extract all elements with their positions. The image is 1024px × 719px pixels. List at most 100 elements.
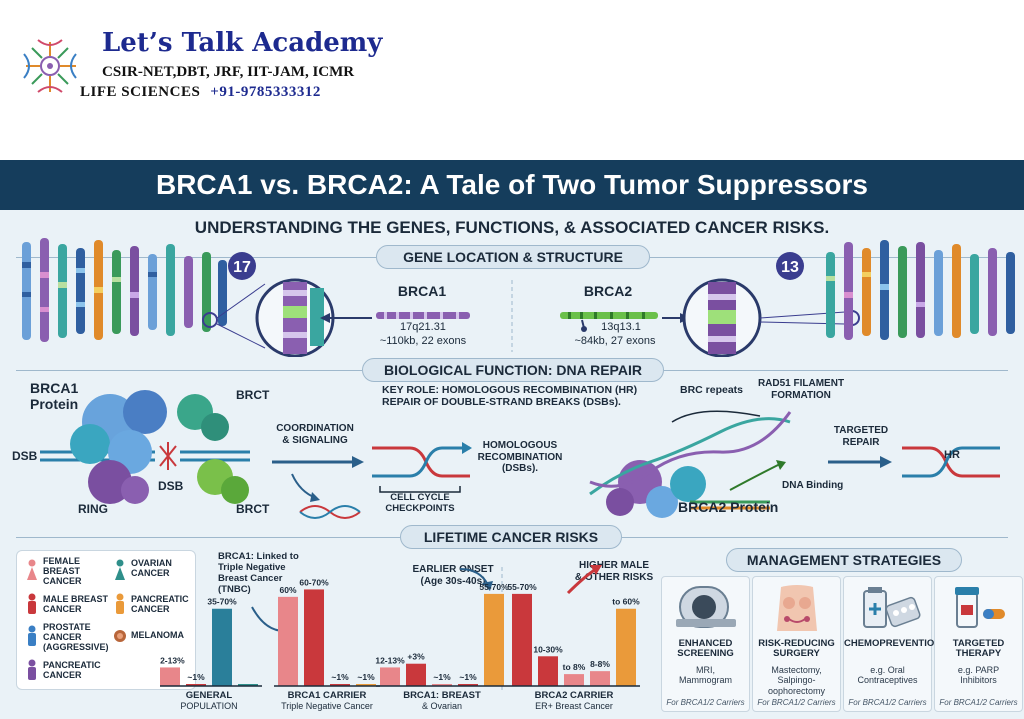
divider <box>16 537 400 538</box>
card-risk-reducing-surgery: RISK-REDUCING SURGERY Mastectomy, Salpin… <box>752 576 841 712</box>
divider <box>16 257 376 258</box>
risk-bar-label: 10-30% <box>533 644 563 654</box>
infographic-title: BRCA1 vs. BRCA2: A Tale of Two Tumor Sup… <box>0 160 1024 210</box>
section-gene-location: GENE LOCATION & STRUCTURE <box>376 245 650 269</box>
risk-bar <box>616 608 636 686</box>
risk-bar-label: ~1% <box>331 672 349 682</box>
infographic: BRCA1 vs. BRCA2: A Tale of Two Tumor Sup… <box>0 160 1024 719</box>
group-label: Triple Negative Cancer <box>281 701 373 711</box>
risk-bar-label: ~1% <box>357 672 375 682</box>
pancreatic-figure-icon <box>116 593 124 614</box>
risk-bar-label: ~1% <box>187 672 205 682</box>
dsb-break-icon <box>159 442 177 470</box>
card-targeted-therapy: TARGETED THERAPY e.g. PARP Inhibitors Fo… <box>934 576 1023 712</box>
card-name: ENHANCED SCREENING <box>677 638 734 660</box>
group-label: BRCA2 CARRIER <box>535 690 614 701</box>
card-footnote: For BRCA1/2 Carriers <box>757 698 836 707</box>
dsb-mid-label: DSB <box>158 479 184 493</box>
group-label: POPULATION <box>180 701 237 711</box>
legend-prostate: PROSTATE CANCER (AGGRESSIVE) <box>43 622 109 652</box>
group-label: BRCA1 CARRIER <box>288 690 367 701</box>
risk-bar <box>406 663 426 686</box>
risk-bar-label: 35-70% <box>207 597 237 607</box>
brca2-size: ~84kb, 27 exons <box>574 335 656 347</box>
cancer-type-legend: FEMALE BREAST CANCER OVARIAN CANCER MALE… <box>16 550 196 690</box>
risk-bar <box>380 667 400 686</box>
risk-bar-label: 8-8% <box>590 659 610 669</box>
melanoma-icon <box>114 630 126 642</box>
card-name: RISK-REDUCING SURGERY <box>758 638 835 660</box>
academy-name: Let’s Talk Academy <box>102 28 383 58</box>
card-footnote: For BRCA1/2 Carriers <box>666 698 745 707</box>
card-name: CHEMOPREVENTION <box>844 638 942 649</box>
risk-bar <box>484 593 504 686</box>
legend-ovarian: OVARIAN CANCER <box>131 558 172 578</box>
group-label: ER+ Breast Cancer <box>535 701 613 711</box>
divider <box>664 370 1008 371</box>
risk-bar-label: ~1% <box>433 672 451 682</box>
tnbc-note: BRCA1: Linked to Triple Negative Breast … <box>218 551 299 595</box>
brc-repeats-label: BRC repeats <box>680 384 744 396</box>
dna-repair-panel <box>40 390 1000 519</box>
mri-scanner-icon <box>676 586 736 628</box>
subject-line: LIFE SCIENCES+91-9785333312 <box>80 84 321 101</box>
dsb-left-label: DSB <box>12 449 38 463</box>
risk-bar-label: ~1% <box>459 672 477 682</box>
risk-bar <box>212 608 232 686</box>
dna-flower-logo-icon <box>23 39 77 93</box>
ovarian-figure-icon <box>115 559 125 580</box>
legend-melanoma: MELANOMA <box>131 630 184 640</box>
brca2-gene-name: BRCA2 <box>583 283 633 299</box>
risk-bar-label: 55-70% <box>479 582 509 592</box>
card-desc: e.g. Oral Contraceptives <box>857 665 918 686</box>
exam-list: CSIR-NET,DBT, JRF, IIT-JAM, ICMR <box>102 64 355 80</box>
risk-bar <box>330 684 350 686</box>
legend-male-breast: MALE BREAST CANCER <box>43 594 108 614</box>
legend-pancreatic-1: PANCREATIC CANCER <box>131 594 189 614</box>
divider <box>622 537 1008 538</box>
risk-bar <box>186 684 206 686</box>
card-chemoprevention: CHEMOPREVENTION e.g. Oral Contraceptives… <box>843 576 942 712</box>
card-footnote: For BRCA1/2 Carriers <box>848 698 927 707</box>
risk-bar <box>512 593 532 686</box>
lifetime-risk-bar-chart: 12-13%~1%35-70%GENERALPOPULATION60%60-70… <box>160 565 640 711</box>
risk-bar-label: 12-13% <box>160 655 185 665</box>
female-figure-icon <box>27 559 37 580</box>
hr-label: HOMOLOGOUS RECOMBINATION (DSBs). <box>477 440 563 474</box>
cell-cycle-checkpoints-label: CELL CYCLE CHECKPOINTS <box>385 492 455 514</box>
risk-bar-label: 55-70% <box>507 582 537 592</box>
brca1-protein-structure <box>70 390 249 504</box>
group-label: GENERAL <box>186 690 233 701</box>
coordination-label: COORDINATION & SIGNALING <box>276 423 354 446</box>
brca1-protein-label: BRCA1 Protein <box>30 380 79 413</box>
early-onset-note: EARLIER ONSET (Age 30s-40s) <box>412 564 494 587</box>
chr13-number: 13 <box>781 259 799 276</box>
brca2-protein-label: BRCA2 Protein <box>678 499 779 515</box>
drug-bottle-icon <box>955 587 1005 628</box>
rad51-label: RAD51 FILAMENT FORMATION <box>757 378 845 401</box>
risk-bar <box>304 589 324 686</box>
chromosome-13-badge <box>776 252 804 280</box>
academy-logo: Let’s Talk Academy CSIR-NET,DBT, JRF, II… <box>18 28 382 108</box>
key-role-text: KEY ROLE: HOMOLOGOUS RECOMBINATION (HR) … <box>382 384 638 409</box>
phone-number[interactable]: +91-9785333312 <box>210 84 321 100</box>
brca2-locus: 13q13.1 <box>601 321 641 333</box>
card-desc: Mastectomy, Salpingo- oophorectomy <box>767 665 826 696</box>
risk-bar <box>458 684 478 686</box>
brca1-gene-name: BRCA1 <box>397 283 447 299</box>
risk-bar-label: 60% <box>279 585 296 595</box>
risk-bar <box>590 671 610 686</box>
section-management-strategies: MANAGEMENT STRATEGIES <box>726 548 962 572</box>
torso-surgery-icon <box>777 585 817 631</box>
risk-bar-label: +3% <box>407 652 425 662</box>
risk-bar <box>432 684 452 686</box>
risk-bar <box>564 674 584 686</box>
risk-bar <box>356 684 376 686</box>
divider <box>16 370 362 371</box>
card-footnote: For BRCA1/2 Carriers <box>939 698 1018 707</box>
dna-binding-label: DNA Binding <box>782 480 844 491</box>
risk-bar-label: to 60% <box>612 597 640 607</box>
targeted-repair-label: TARGETED REPAIR <box>833 425 889 448</box>
card-name: TARGETED THERAPY <box>952 638 1005 660</box>
brca1-size: ~110kb, 22 exons <box>379 335 467 347</box>
